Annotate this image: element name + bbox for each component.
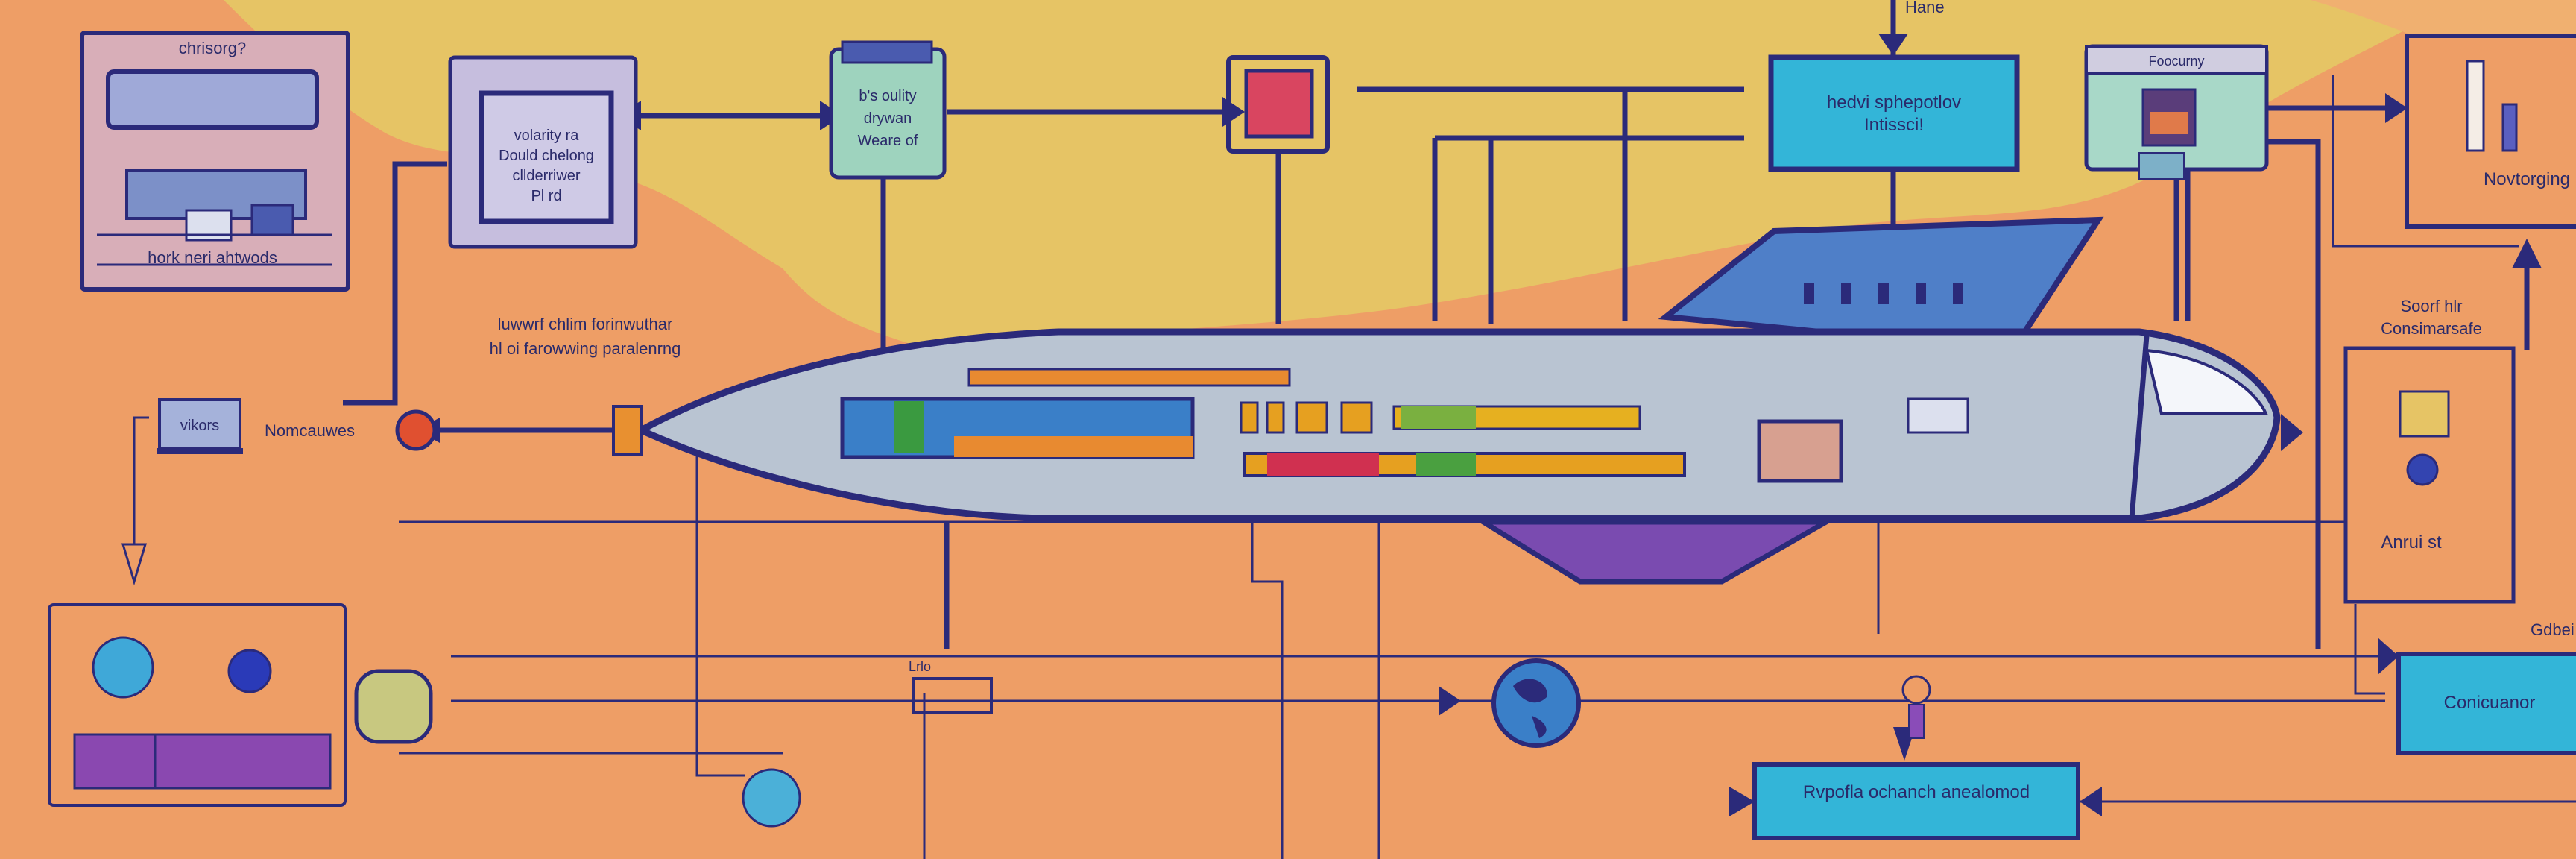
bottom-left-panel[interactable] xyxy=(48,603,347,807)
panel-title: chrisorg? xyxy=(179,39,246,57)
rocket-nozzle xyxy=(612,405,643,456)
lightbulb-icon xyxy=(1901,675,1931,739)
device-label: Foocurny xyxy=(2148,54,2204,69)
monitor-label: vikors xyxy=(180,418,219,434)
velocity-line-3: cllderriwer xyxy=(512,168,580,184)
top-left-panel[interactable]: chrisorg? hork neri ahtwods xyxy=(80,31,350,292)
right-top-label: Novtorging xyxy=(2484,169,2570,189)
teal-line-2: drywan xyxy=(864,110,912,127)
bottom-box-label: Rvpofla ochanch anealomod xyxy=(1803,782,2030,802)
top-label: Hane xyxy=(1905,0,1945,16)
rocket-fin xyxy=(1474,519,1837,585)
velocity-line-4: Pl rd xyxy=(531,188,561,204)
globe-land xyxy=(1513,679,1547,738)
rocket-nose-window xyxy=(2144,348,2268,415)
right-mid-panel[interactable]: Anrui st xyxy=(2343,346,2516,604)
arrowhead xyxy=(2512,239,2542,268)
velocity-panel[interactable]: volarity ra Dould chelong cllderriwer Pl… xyxy=(448,55,638,249)
arrowhead xyxy=(2385,93,2408,123)
arrowhead xyxy=(2281,414,2303,451)
velocity-line-2: Dould chelong xyxy=(499,148,594,164)
velocity-line-1: volarity ra xyxy=(514,128,580,144)
bottom-box[interactable]: Rvpofla ochanch anealomod xyxy=(1752,762,2080,840)
blue-interface-box[interactable]: hedvi sphepotlov Intissci! xyxy=(1768,54,2020,172)
teal-line-3: Weare of xyxy=(858,133,918,149)
arrowhead xyxy=(1878,34,1908,56)
teal-panel[interactable]: b's oulity drywan Weare of xyxy=(829,40,947,180)
red-sensor-icon xyxy=(395,409,437,451)
panel-caption: hork neri ahtwods xyxy=(148,248,277,267)
cyan-right-box[interactable]: Conicuanor xyxy=(2396,652,2576,755)
interface-line-1: hedvi sphepotlov xyxy=(1827,92,1961,113)
small-label: Lrlo xyxy=(909,659,931,674)
arrowhead xyxy=(121,543,148,586)
arrowhead xyxy=(2080,787,2102,816)
green-module[interactable] xyxy=(354,669,433,744)
arrowhead xyxy=(2378,638,2399,675)
interface-line-2: Intissci! xyxy=(1864,115,1924,135)
red-component[interactable] xyxy=(1226,55,1330,154)
left-caption-2: hl oi farowwing paralenrng xyxy=(490,339,681,358)
left-caption-1: luwwrf chlim forinwuthar xyxy=(498,315,673,333)
arrowhead xyxy=(1729,787,1755,816)
small-globe-icon xyxy=(742,768,801,828)
connectors xyxy=(343,0,2530,649)
rocket-nose-seam xyxy=(2129,335,2150,519)
cyan-right-label: Conicuanor xyxy=(2444,693,2536,713)
right-mid-label: Anrui st xyxy=(2381,532,2442,553)
teal-line-1: b's oulity xyxy=(859,88,916,104)
side-label: Nomcauwes xyxy=(265,421,355,440)
globe-icon xyxy=(1491,658,1581,748)
rocket[interactable] xyxy=(612,216,2281,585)
thin-connectors xyxy=(133,75,2576,859)
monitor[interactable]: vikors xyxy=(157,398,243,454)
right-caption-2: Consimarsafe xyxy=(2381,319,2482,338)
sky-right xyxy=(2311,0,2576,112)
device-panel[interactable]: Foocurny xyxy=(2084,44,2269,180)
right-caption-1: Soorf hlr xyxy=(2400,297,2462,315)
right-small-label: Gdbei xyxy=(2531,620,2575,639)
right-top-panel[interactable]: Novtorging xyxy=(2405,34,2576,229)
arrowhead xyxy=(1439,686,1461,716)
small-box xyxy=(912,677,993,714)
